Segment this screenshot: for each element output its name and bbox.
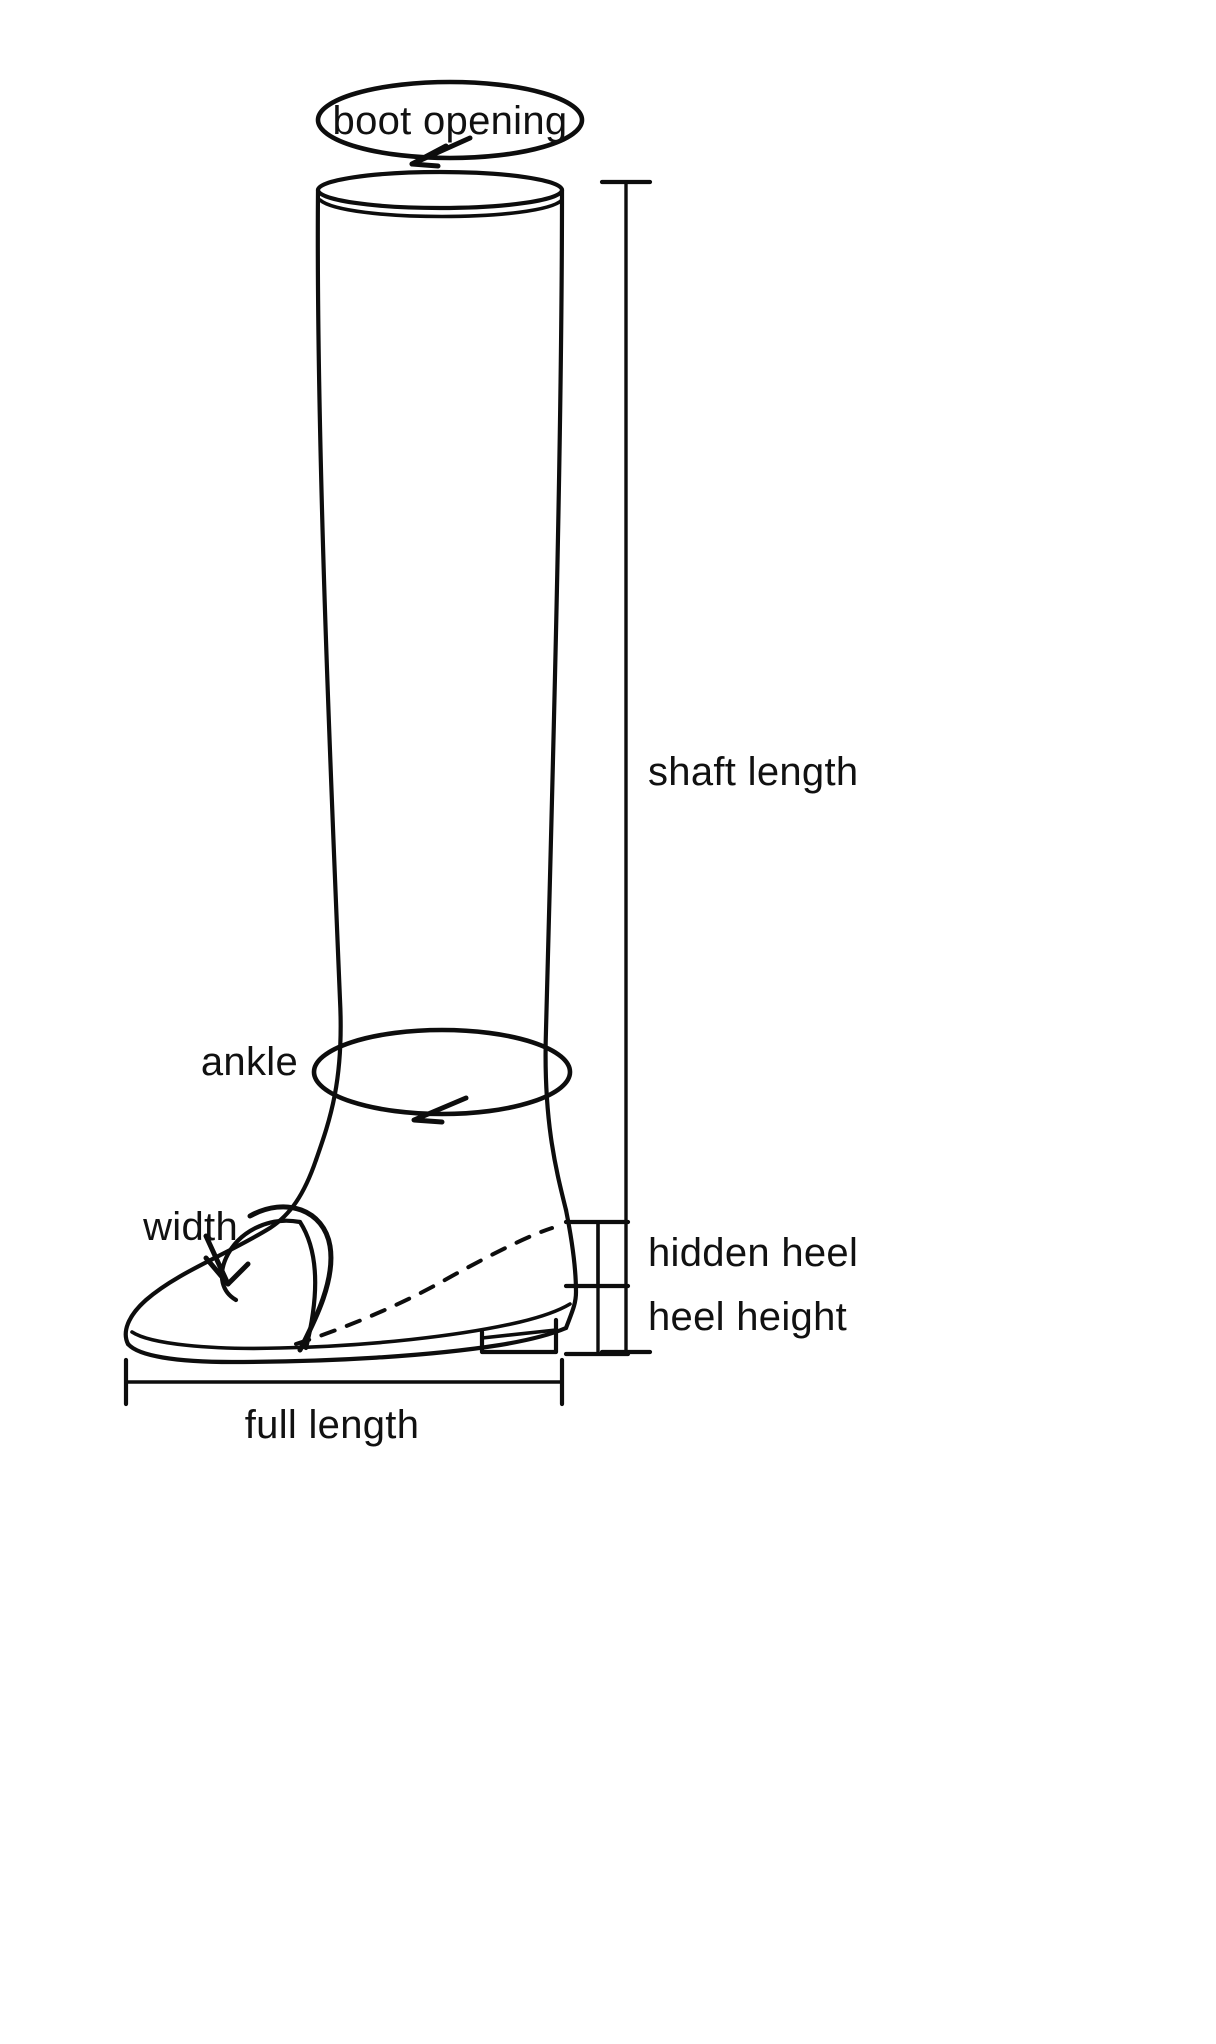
ankle-callout-ellipse [311,1027,573,1117]
boot-vamp-throat [219,1218,303,1303]
boot-heel-top-shadow [480,1328,558,1340]
annotation-shaft-length: shaft length [599,179,858,1355]
label-boot-opening: boot opening [333,99,568,143]
label-width: width [142,1205,238,1249]
boot-opening-rim [315,169,565,211]
annotation-width: width [142,1204,334,1353]
boot-outsole-bottom [125,1325,569,1365]
width-arrow-loop [247,1204,334,1353]
annotation-boot-opening: boot opening [315,79,585,169]
label-ankle: ankle [201,1040,298,1084]
boot-opening-callout-ellipse [315,79,585,161]
boot-opening-inner-lip [318,198,564,219]
boot-shaft-right-edge [543,187,569,1213]
label-shaft-length: shaft length [648,750,858,794]
width-arrowhead [203,1255,251,1287]
boot-outsole-welt [130,1302,572,1351]
annotation-full-length: full length [123,1357,565,1447]
insole-dashed-curve [294,1226,554,1346]
boot-vamp-left-contour [123,1157,319,1347]
label-hidden-heel: hidden heel [648,1231,858,1275]
label-heel-height: heel height [648,1295,847,1339]
boot-heel-counter [563,1207,579,1331]
label-full-length: full length [245,1403,420,1447]
boot-shaft-left-edge [313,187,343,1163]
annotation-hidden-heel: hidden heel [563,1219,858,1289]
boot-opening-arrowhead [409,143,449,169]
ankle-arrowhead [411,1095,469,1125]
boot-heel-block [479,1317,559,1355]
annotation-ankle: ankle [201,1027,573,1125]
annotation-heel-height: heel height [563,1220,847,1357]
boot-illustration [123,169,579,1365]
